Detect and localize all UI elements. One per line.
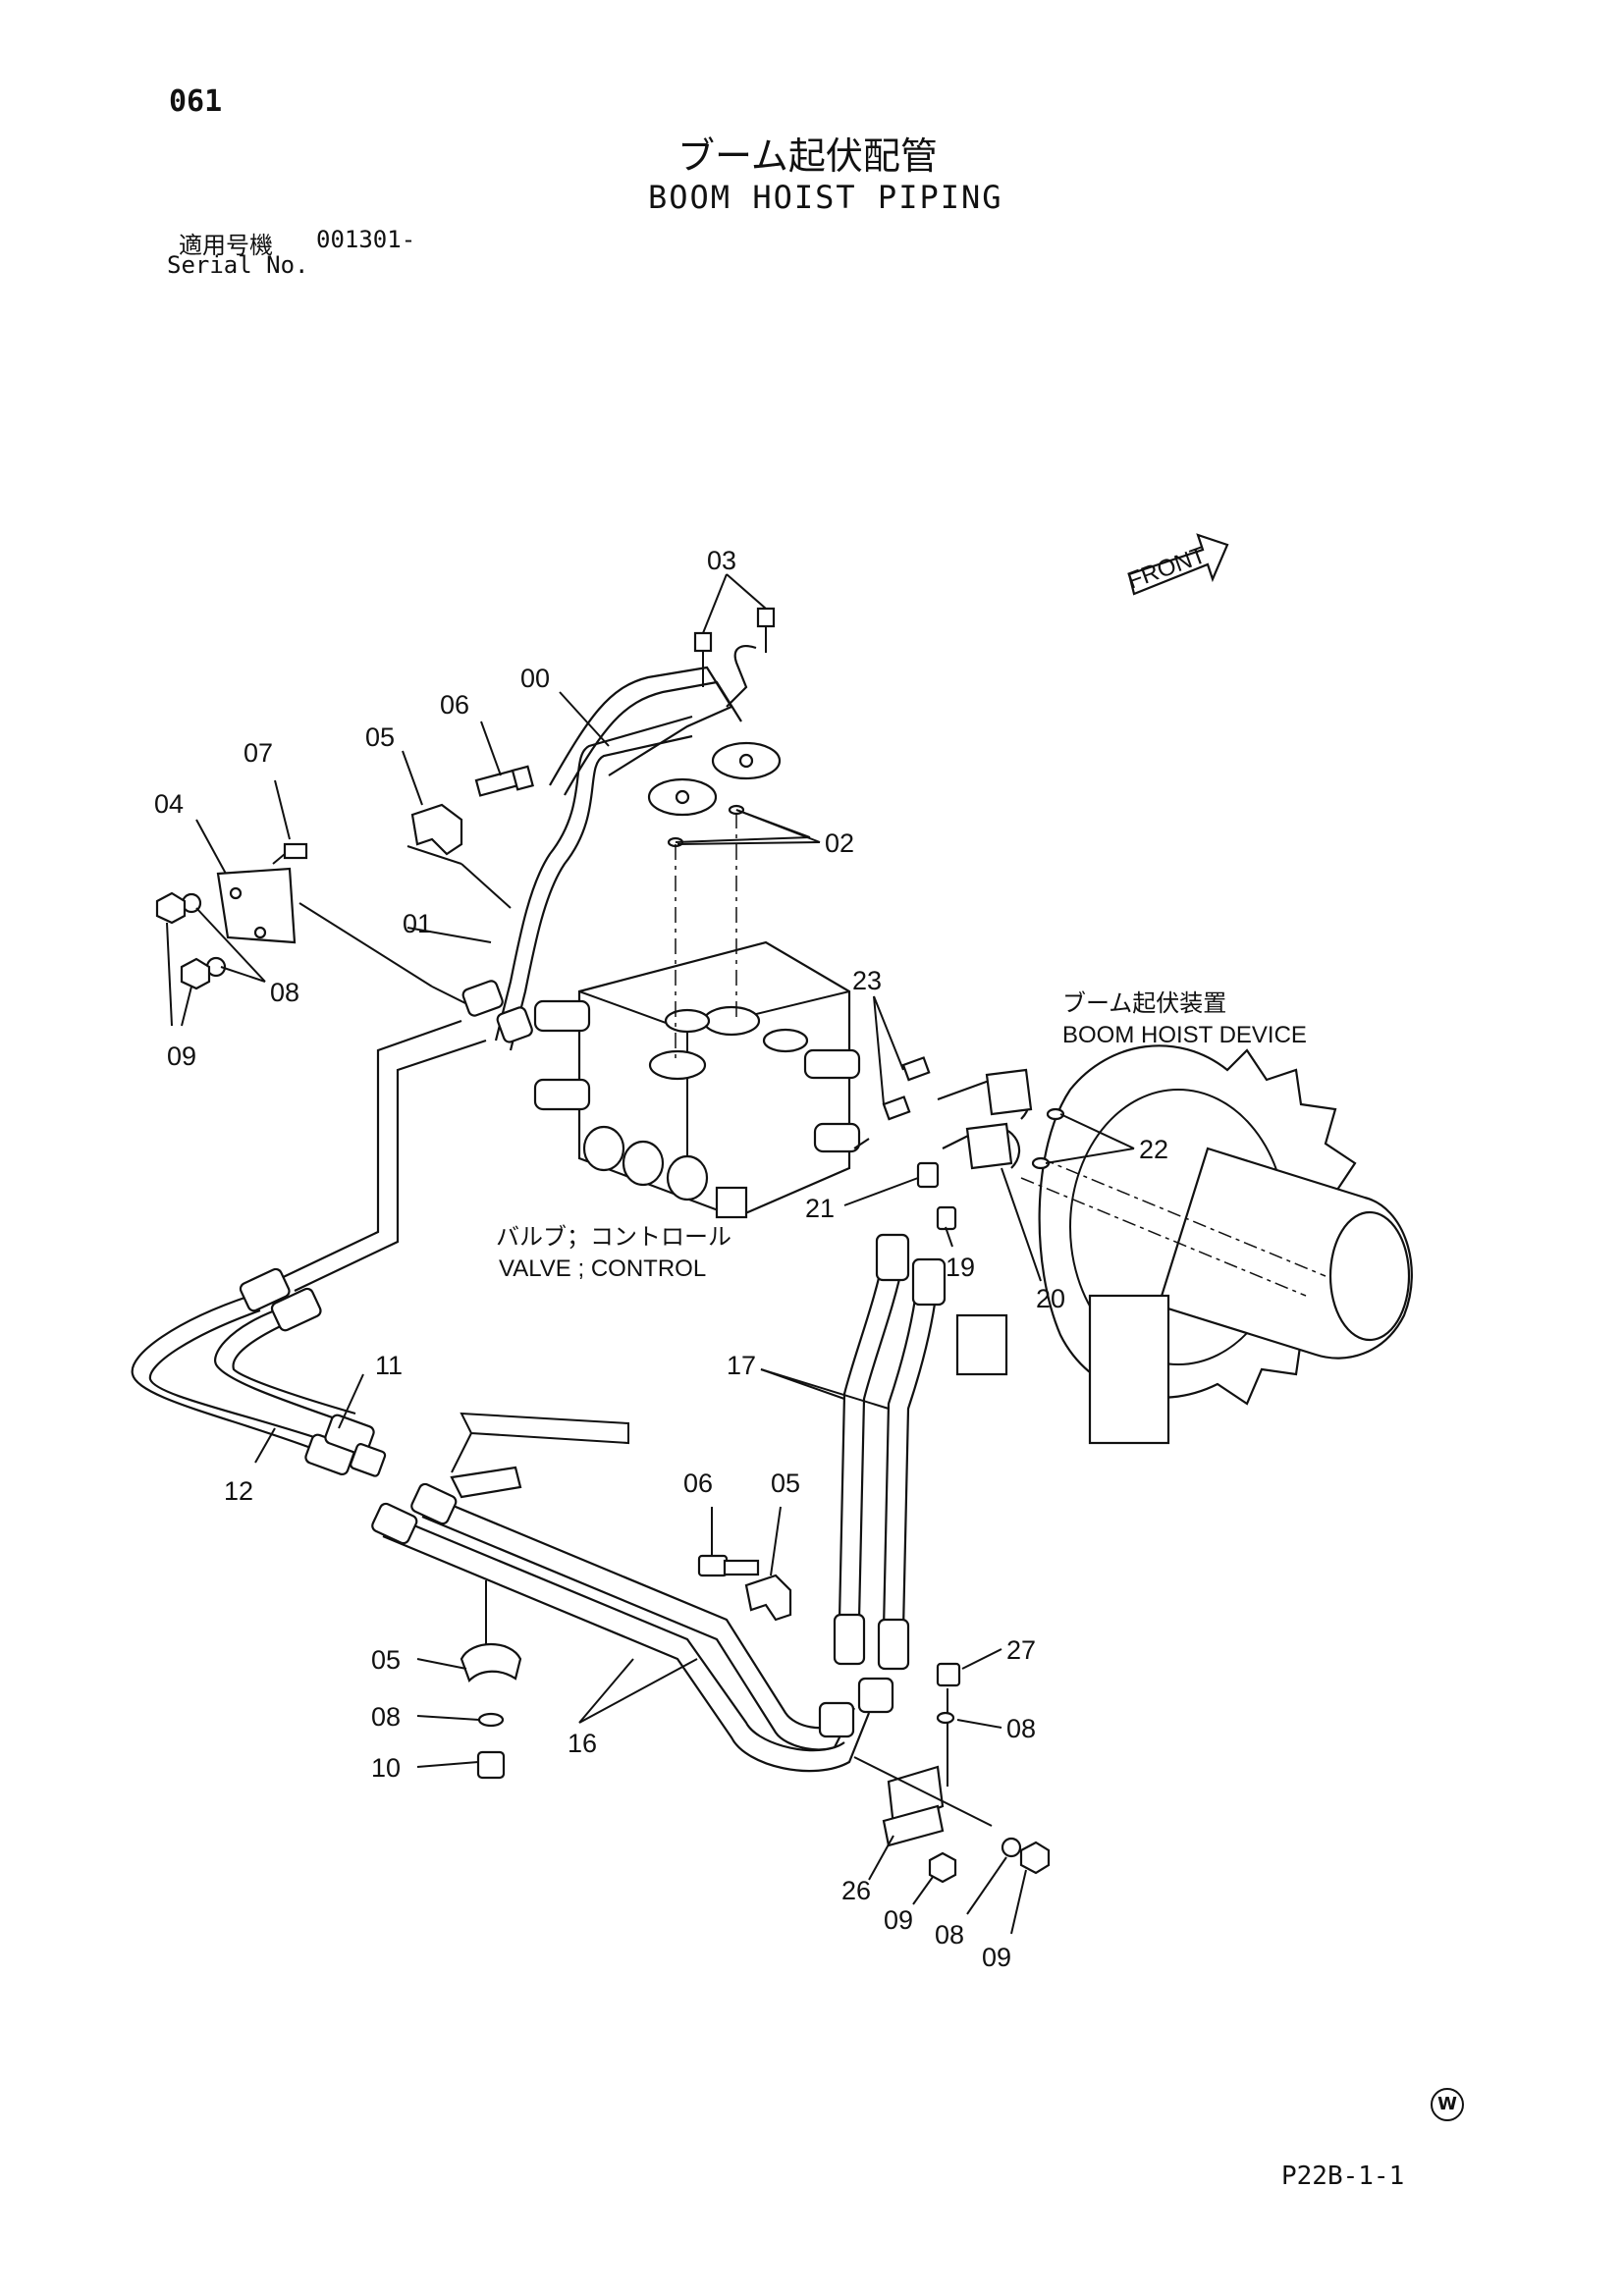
copyright-mark: W [1431,2088,1464,2121]
callout-23: 23 [852,966,882,995]
callout-07: 07 [244,738,273,768]
callout-06-lower: 06 [683,1468,713,1498]
callout-01: 01 [403,909,432,938]
front-arrow-icon: FRONT [1124,533,1229,596]
callout-09-bottom: 09 [884,1905,913,1935]
bracket-26 [853,1662,1051,1884]
clamp-upper [406,765,534,909]
callout-02: 02 [825,828,854,858]
control-valve-block [533,940,861,1219]
callout-05-lower-right: 05 [771,1468,800,1498]
device-label-japanese: ブーム起伏装置 [1062,990,1226,1017]
callout-21: 21 [805,1194,835,1223]
serial-label-english: Serial No. [167,251,309,279]
callout-16: 16 [568,1729,597,1758]
hose-11-12 [131,1267,387,1477]
callout-08-lower-left: 08 [371,1702,401,1732]
elbow-fittings [461,980,533,1043]
front-label: FRONT [1124,542,1210,595]
callout-06-upper: 06 [440,690,469,720]
callout-04: 04 [154,789,184,819]
callout-08-bottom: 08 [935,1920,964,1949]
leader-lines [166,691,1135,1935]
valve-label-japanese: バルブ；コントロール [496,1224,731,1251]
title-japanese: ブーム起伏配管 [677,134,938,178]
callout-27: 27 [1006,1635,1036,1665]
serial-label-japanese: 適用号機 [179,232,273,259]
callout-03: 03 [707,546,736,575]
callout-20: 20 [1036,1284,1065,1313]
page-code: P22B-1-1 [1281,2162,1405,2191]
callout-11: 11 [375,1351,403,1380]
pipe-00 [494,645,757,1051]
callout-08-right: 08 [1006,1714,1036,1743]
callout-17: 17 [727,1351,756,1380]
callout-05-upper: 05 [365,722,395,752]
callout-26: 26 [841,1876,871,1905]
callout-10: 10 [371,1753,401,1783]
boom-hoist-device [955,1044,1413,1445]
pipe-16 [371,1482,894,1773]
callout-09-bottom-right: 09 [982,1943,1011,1972]
title-english: BOOM HOIST PIPING [648,179,1003,216]
bolt-pair-03 [693,573,776,687]
fittings-right [853,1056,1065,1231]
callout-12: 12 [224,1476,253,1506]
clamp-lower-right [697,1554,792,1622]
clamp-lower-left [460,1580,522,1780]
valve-label-english: VALVE ; CONTROL [499,1255,706,1282]
callout-22: 22 [1139,1135,1168,1164]
flange-pair [647,741,811,1060]
callout-09-left: 09 [167,1041,196,1071]
pipe-long-left [274,1019,487,1292]
page-number: 061 [169,84,223,119]
callout-00: 00 [520,664,550,693]
hose-17 [833,1233,947,1671]
callout-05-lower-left: 05 [371,1645,401,1675]
serial-code: 001301- [316,226,416,253]
device-label-english: BOOM HOIST DEVICE [1062,1022,1307,1048]
callout-19: 19 [946,1253,975,1282]
plate-bracket [155,842,482,1012]
callout-08-left: 08 [270,978,299,1007]
support-plate [450,1412,629,1499]
